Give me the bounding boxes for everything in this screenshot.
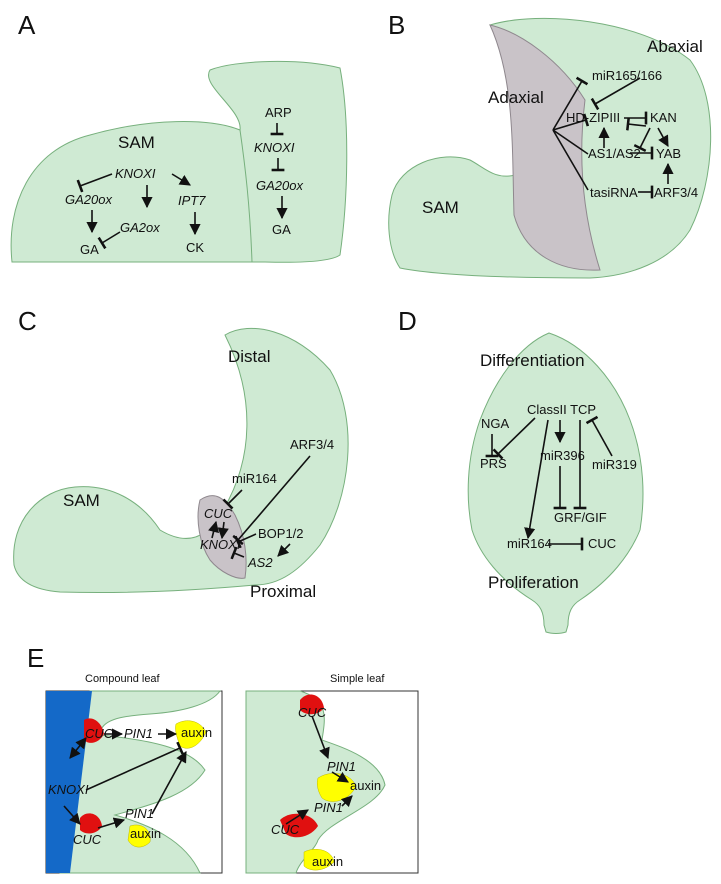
panel-e-compound-pin1-top: PIN1 xyxy=(124,726,153,741)
panel-c-leaf-shape xyxy=(13,328,349,594)
panel-a-ga20ox: GA20ox xyxy=(65,192,112,207)
panel-a-sam-label: SAM xyxy=(118,133,155,152)
panel-e-simple-pin1-bottom: PIN1 xyxy=(314,800,343,815)
panel-b-letter: B xyxy=(388,10,405,40)
panel-e-simple-auxin-bottom: auxin xyxy=(312,854,343,869)
panel-c-knoxi: KNOXI xyxy=(200,537,241,552)
panel-c-sam: SAM xyxy=(63,491,100,510)
panel-a-ga2ox: GA2ox xyxy=(120,220,160,235)
panel-b-adaxial: Adaxial xyxy=(488,88,544,107)
panel-c: C Distal Proximal SAM ARF3/4 miR164 CUC … xyxy=(13,306,349,601)
panel-c-as2: AS2 xyxy=(247,555,273,570)
panel-e-letter: E xyxy=(27,643,44,673)
panel-c-cuc: CUC xyxy=(204,506,233,521)
panel-c-arf34: ARF3/4 xyxy=(290,437,334,452)
panel-a-letter: A xyxy=(18,10,36,40)
panel-e-compound-auxin-top: auxin xyxy=(181,725,212,740)
panel-d-mir319: miR319 xyxy=(592,457,637,472)
panel-b-adaxial-region xyxy=(489,24,601,271)
panel-b-kan: KAN xyxy=(650,110,677,125)
panel-a-ipt7: IPT7 xyxy=(178,193,206,208)
panel-a-arp: ARP xyxy=(265,105,292,120)
panel-d-differentiation: Differentiation xyxy=(480,351,585,370)
panel-e-simple-box: CUC CUC PIN1 PIN1 auxin auxin xyxy=(245,690,419,874)
panel-d-grfgif: GRF/GIF xyxy=(554,510,607,525)
panel-e-simple-cuc-bottom: CUC xyxy=(271,822,300,837)
panel-e-knox-blue-region xyxy=(46,691,92,873)
panel-d: D Differentiation Proliferation ClassII … xyxy=(398,306,644,634)
panel-b-hdzip: HD-ZIPIII xyxy=(566,110,620,125)
panel-a-knoxi: KNOXI xyxy=(115,166,156,181)
panel-d-prs: PRS xyxy=(480,456,507,471)
panel-e-compound-knoxi: KNOXI xyxy=(48,782,89,797)
panel-b-mir165: miR165/166 xyxy=(592,68,662,83)
panel-b-as1as2: AS1/AS2 xyxy=(588,146,641,161)
panel-c-mir164: miR164 xyxy=(232,471,277,486)
panel-e-compound-cuc-top: CUC xyxy=(85,726,114,741)
panel-d-proliferation: Proliferation xyxy=(488,573,579,592)
panel-c-proximal: Proximal xyxy=(250,582,316,601)
panel-e-compound-cuc-bottom: CUC xyxy=(73,832,102,847)
panel-d-nga: NGA xyxy=(481,416,510,431)
panel-e-compound-pin1-bottom: PIN1 xyxy=(125,806,154,821)
panel-a-ga: GA xyxy=(80,242,99,257)
panel-e-simple-title: Simple leaf xyxy=(330,673,385,685)
panel-b-tasirna: tasiRNA xyxy=(590,185,638,200)
panel-d-mir396: miR396 xyxy=(540,448,585,463)
panel-b-arf34: ARF3/4 xyxy=(654,185,698,200)
panel-e-compound-box: CUC CUC PIN1 PIN1 auxin auxin KNOXI xyxy=(45,690,223,874)
panel-e: E Compound leaf Simple leaf CUC CUC PIN1… xyxy=(27,643,419,874)
panel-d-cuc: CUC xyxy=(588,536,616,551)
panel-c-letter: C xyxy=(18,306,37,336)
panel-e-simple-cuc-top: CUC xyxy=(298,705,327,720)
panel-a-ck: CK xyxy=(186,240,204,255)
panel-c-bop12: BOP1/2 xyxy=(258,526,304,541)
panel-d-classii: ClassII TCP xyxy=(527,402,596,417)
panel-a: A SAM KNOXI GA20ox IPT7 GA2ox GA CK ARP … xyxy=(10,10,348,263)
panel-b-yab: YAB xyxy=(656,146,681,161)
panel-d-mir164: miR164 xyxy=(507,536,552,551)
panel-b-abaxial: Abaxial xyxy=(647,37,703,56)
panel-d-leaf-shape xyxy=(467,332,644,634)
panel-c-distal: Distal xyxy=(228,347,271,366)
panel-e-compound-auxin-bottom: auxin xyxy=(130,826,161,841)
panel-d-letter: D xyxy=(398,306,417,336)
panel-e-compound-title: Compound leaf xyxy=(85,673,161,685)
panel-b: B Abaxial Adaxial SAM miR165/166 HD-ZIPI… xyxy=(388,10,712,279)
panel-a-knoxi-leaf: KNOXI xyxy=(254,140,295,155)
panel-b-sam: SAM xyxy=(422,198,459,217)
panel-e-simple-pin1-top: PIN1 xyxy=(327,759,356,774)
panel-a-ga20ox-leaf: GA20ox xyxy=(256,178,303,193)
panel-a-sam-shape xyxy=(10,60,348,263)
panel-a-ga-leaf: GA xyxy=(272,222,291,237)
panel-e-simple-auxin-top: auxin xyxy=(350,778,381,793)
